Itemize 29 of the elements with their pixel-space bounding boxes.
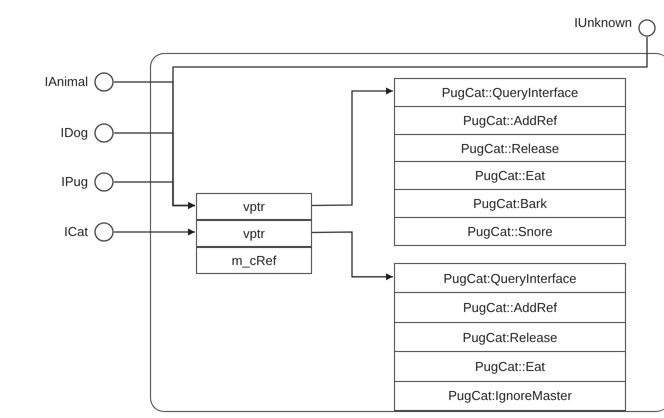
interface-circle (94, 172, 114, 192)
method-row: PugCat:Release (395, 322, 625, 352)
method-row: PugCat:Bark (395, 189, 625, 218)
interface-label: IAnimal (44, 74, 88, 89)
method-row-text: PugCat:QueryInterface (442, 270, 578, 288)
interface-circle (638, 19, 656, 37)
interface-label: IPug (61, 174, 88, 189)
method-row: PugCat::Snore (395, 217, 625, 245)
method-row: PugCat:IgnoreMaster (395, 380, 625, 410)
field-cell: vptr (196, 193, 312, 220)
interface-label: IDog (60, 125, 88, 140)
method-row-text: PugCat::QueryInterface (440, 84, 580, 102)
method-row: PugCat::Release (395, 134, 625, 162)
interface-circle (94, 72, 114, 92)
arrow (114, 228, 195, 236)
interface-circle (94, 222, 114, 242)
method-row: PugCat::AddRef (395, 292, 625, 322)
object-boundary (150, 53, 664, 412)
arrow (114, 181, 195, 209)
method-row: PugCat::Eat (395, 161, 625, 190)
arrow (311, 88, 393, 206)
field-cell: vptr (196, 220, 312, 247)
interface-circle (94, 123, 114, 143)
interface-label: ICat (64, 224, 88, 239)
arrow (311, 231, 393, 280)
field-cell: m_cRef (196, 247, 312, 274)
method-row: PugCat::Eat (395, 351, 625, 381)
method-row: PugCat::AddRef (395, 106, 625, 134)
interface-label: IUnknown (574, 15, 632, 30)
